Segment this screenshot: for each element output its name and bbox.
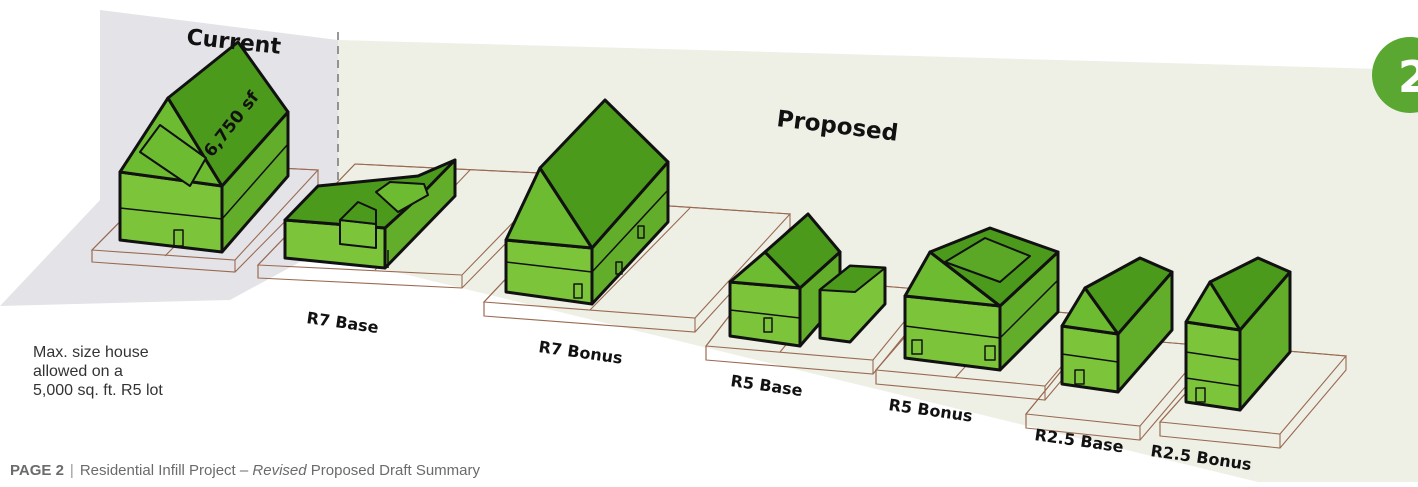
house-current [118,40,290,254]
caption-line: 5,000 sq. ft. R5 lot [33,382,163,399]
caption-line: Max. size house [33,344,149,361]
badge-number: 2 [1398,52,1418,103]
page-number: PAGE 2 [10,462,64,479]
house-r5-bonus [903,226,1060,372]
page-badge: 2 [1372,37,1418,113]
house-r2-5-base [1060,256,1174,394]
house-r7-bonus [504,98,670,306]
footer-title-italic: Revised [252,462,307,479]
badge-circle [1372,37,1418,113]
footer-title-pre: Residential Infill Project – [79,462,253,479]
house-r2-5-bonus [1184,256,1292,412]
page-footer: PAGE 2 | Residential Infill Project – Revi… [10,462,480,479]
house-label: R5 Base [729,371,803,400]
caption: Max. size house allowed on a 5,000 sq. f… [33,343,243,400]
house-r7-base [283,158,457,270]
caption-line: allowed on a [33,363,123,380]
house-label: R7 Base [305,308,379,337]
house-label: R7 Bonus [537,337,623,368]
footer-separator: | [69,462,74,479]
house-r5-base [728,212,887,348]
footer-title-post: Proposed Draft Summary [306,462,481,479]
